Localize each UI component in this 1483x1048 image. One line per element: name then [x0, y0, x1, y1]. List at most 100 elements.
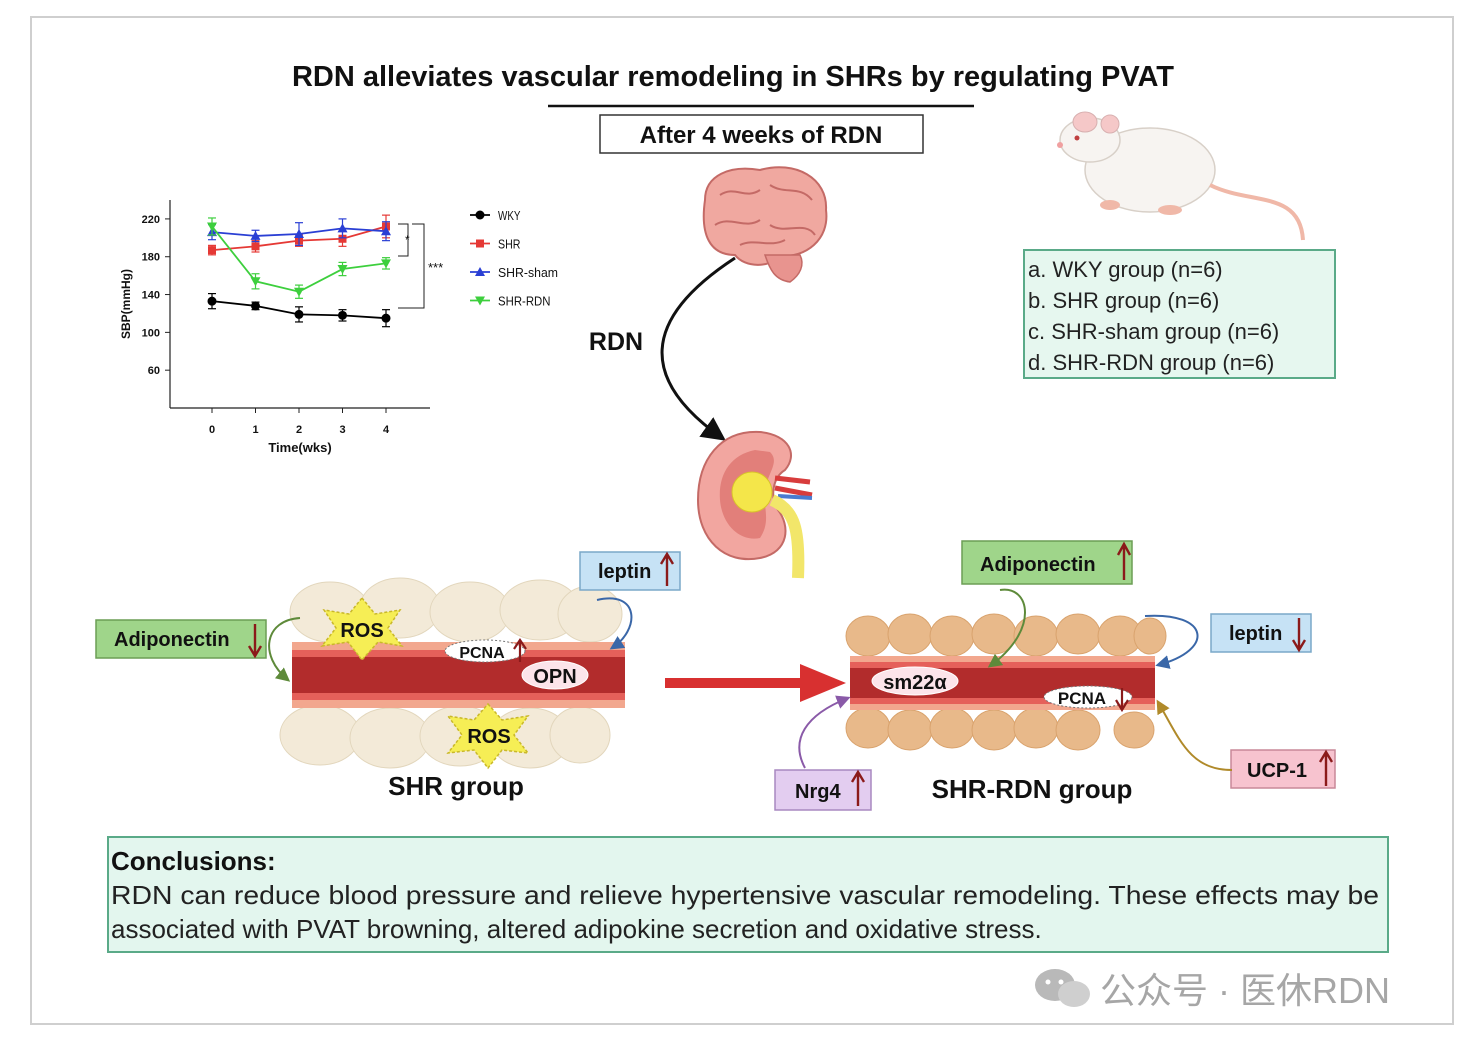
y-tick-label: 220: [142, 214, 160, 226]
data-point: [207, 222, 217, 232]
watermark-text: 公众号 · 医休RDN: [1100, 970, 1390, 1011]
adiponectin-box-right: [961, 540, 1133, 585]
data-point: [475, 210, 485, 220]
pcna-label-right: PCNA: [1058, 689, 1106, 708]
pcna-bubble-right: [1043, 685, 1133, 709]
shr-rdn-vessel-panel: sm22α PCNA Adiponectin leptin UCP-1 Nrg4…: [774, 540, 1336, 811]
sig-star-1: *: [405, 233, 410, 247]
leptin-label-left: leptin: [598, 561, 651, 583]
y-tick-label: 60: [148, 365, 160, 377]
sig-bracket-2: [398, 223, 425, 309]
legend-label: SHR: [498, 237, 521, 252]
x-axis-label: Time(wks): [268, 440, 331, 455]
rdn-fat-top: [845, 613, 1167, 657]
x-tick-label: 4: [383, 424, 390, 436]
y-tick-label: 100: [142, 327, 160, 339]
pcna-label-left: PCNA: [459, 645, 505, 662]
adiponectin-label-right: Adiponectin: [980, 554, 1096, 576]
ros-label-top: ROS: [340, 620, 383, 642]
ucp1-box: [1230, 749, 1336, 789]
data-point: [337, 223, 348, 233]
subtitle-box: [599, 114, 924, 154]
adiponectin-curve-right: [987, 588, 1026, 668]
nrg4-up-arrow: [850, 769, 866, 806]
shr-vessel-panel: ROS ROS PCNA OPN Adiponectin leptin SHR …: [95, 551, 681, 801]
nrg4-label: Nrg4: [795, 781, 841, 803]
data-point: [208, 246, 216, 255]
legend-item: WKY: [470, 208, 521, 223]
pcna-down-arrow-right: [1115, 688, 1129, 713]
data-point: [381, 226, 391, 236]
y-tick-label: 180: [142, 252, 160, 264]
data-point: [207, 296, 217, 306]
conclusions-heading: Conclusions:: [111, 846, 276, 876]
pcna-bubble-left: [444, 639, 526, 663]
leptin-down-arrow-right: [1291, 618, 1307, 653]
ros-label-bottom: ROS: [467, 726, 510, 748]
y-ticks: 60 100 140 180 220: [142, 214, 170, 377]
rdn-label: RDN: [589, 328, 643, 356]
subtitle: After 4 weeks of RDN: [640, 122, 883, 149]
groups-box: [1023, 249, 1336, 379]
series-shr-sham: [207, 218, 391, 246]
sig-star-2: ***: [428, 260, 443, 275]
adiponectin-label-left: Adiponectin: [114, 629, 230, 651]
x-tick-label: 1: [252, 424, 258, 436]
rdn-arrow: [660, 256, 736, 441]
leptin-up-arrow-left: [659, 551, 675, 586]
ucp1-curve: [1156, 699, 1233, 771]
opn-label: OPN: [533, 666, 576, 688]
sm22a-bubble: [871, 666, 959, 696]
data-point: [337, 265, 348, 275]
shr-fat-bottom: [279, 704, 611, 769]
conclusions-line1: RDN can reduce blood pressure and reliev…: [111, 880, 1379, 910]
ucp1-label: UCP-1: [1247, 760, 1307, 782]
group-item-d: d. SHR-RDN group (n=6): [1028, 350, 1274, 375]
data-point: [294, 287, 304, 297]
data-point: [294, 309, 304, 319]
transition-arrow: [665, 664, 846, 702]
shr-group-label: SHR group: [388, 771, 524, 801]
legend-label: WKY: [498, 208, 521, 223]
x-tick-label: 2: [296, 424, 302, 436]
adiponectin-curve-left: [268, 617, 301, 682]
data-point: [338, 234, 347, 243]
nrg4-curve: [798, 695, 851, 769]
adiponectin-up-arrow-right: [1116, 541, 1132, 580]
kidney-illustration: [696, 430, 813, 579]
x-tick-label: 3: [339, 424, 345, 436]
group-item-a: a. WKY group (n=6): [1028, 257, 1223, 282]
legend-item: SHR-RDN: [470, 294, 551, 309]
legend-label: SHR-sham: [498, 265, 558, 280]
conclusions-line2: associated with PVAT browning, altered a…: [111, 914, 1042, 944]
y-tick-label: 140: [142, 290, 160, 302]
data-point: [338, 310, 347, 320]
legend-item: SHR-sham: [470, 265, 558, 280]
legend-label: SHR-RDN: [498, 294, 551, 309]
adiponectin-down-arrow-left: [247, 624, 263, 659]
rat-illustration: [1057, 111, 1305, 241]
x-ticks: 0 1 2 3 4: [209, 408, 390, 436]
data-point: [475, 267, 485, 276]
sm22a-label: sm22α: [883, 672, 947, 694]
group-item-c: c. SHR-sham group (n=6): [1028, 319, 1279, 344]
shr-rdn-group-label: SHR-RDN group: [932, 774, 1133, 804]
group-item-b: b. SHR group (n=6): [1028, 288, 1219, 313]
main-title: RDN alleviates vascular remodeling in SH…: [292, 61, 1174, 93]
pcna-up-arrow-left: [513, 638, 527, 662]
opn-bubble: [521, 660, 589, 690]
data-point: [381, 313, 391, 323]
data-point: [294, 229, 304, 239]
adiponectin-box-left: [95, 619, 267, 659]
leptin-box-right: [1210, 613, 1312, 653]
data-point: [251, 242, 260, 251]
series-shr-rdn: [207, 217, 391, 299]
x-tick-label: 0: [209, 424, 215, 436]
conclusions-box: [107, 836, 1389, 953]
data-point: [381, 259, 391, 269]
ros-star-bottom: [446, 702, 530, 770]
legend-item: SHR: [470, 237, 521, 252]
series-wky: [207, 293, 391, 328]
leptin-label-right: leptin: [1229, 623, 1282, 645]
